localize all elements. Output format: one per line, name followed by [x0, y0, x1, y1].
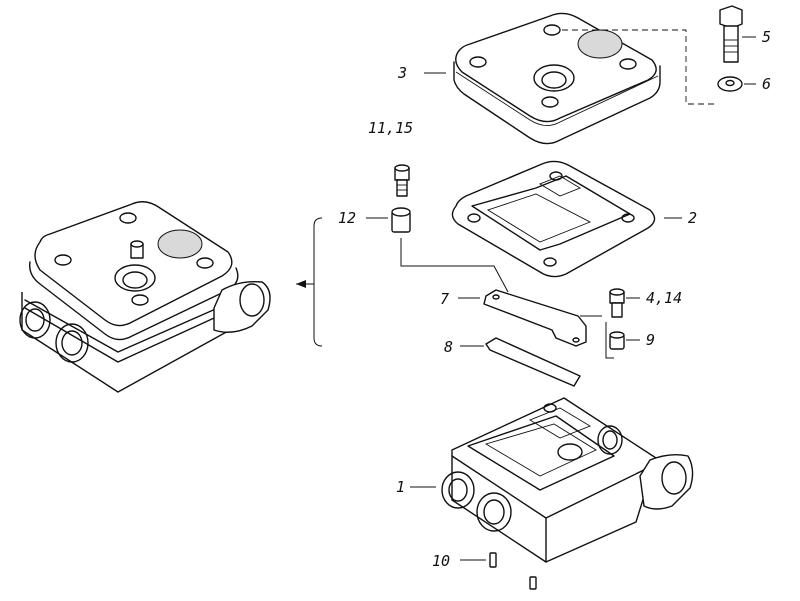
dashed-leader-5-6 [562, 29, 718, 105]
part-1-head-body [441, 397, 694, 563]
callout-10: 10 [432, 552, 450, 570]
part-6-washer [717, 76, 743, 92]
assembled-cylinder-head [19, 201, 271, 393]
callout-12: 12 [338, 209, 356, 227]
part-11-15-screw [394, 164, 410, 197]
callout-1: 1 [396, 478, 405, 496]
part-12-bushing [391, 207, 411, 233]
callout-4-14: 4,14 [646, 289, 682, 307]
callout-2: 2 [688, 209, 697, 227]
callout-5: 5 [762, 28, 771, 46]
callout-6: 6 [762, 75, 771, 93]
callout-leaders [366, 36, 756, 561]
part-5-bolt [719, 5, 743, 63]
part-3-cover [453, 12, 661, 145]
callout-8: 8 [444, 338, 453, 356]
part-2-gasket [451, 160, 656, 278]
leader-4-to-9 [605, 322, 614, 359]
assembly-bracket [296, 217, 323, 347]
part-4-14-screw [609, 288, 625, 318]
part-7-reed-valve [483, 289, 602, 347]
callout-7: 7 [440, 290, 449, 308]
leader-12-to-7 [400, 238, 509, 293]
callout-3: 3 [397, 64, 407, 82]
callout-11-15: 11,15 [368, 119, 413, 137]
part-10-pin [489, 552, 537, 590]
part-8-shim [485, 337, 581, 387]
callout-9: 9 [646, 331, 655, 349]
part-9-bushing [609, 331, 625, 350]
